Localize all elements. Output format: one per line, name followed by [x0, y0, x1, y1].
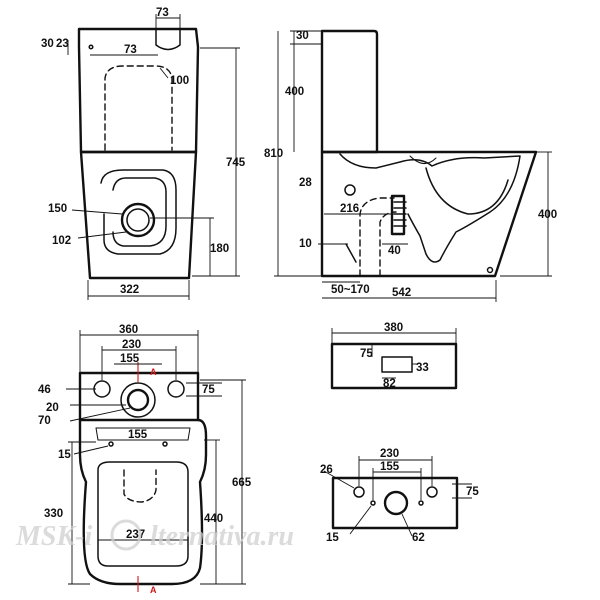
top-view: A A 360 230 155 46 20 70 75 155 15 330 4…	[38, 324, 252, 595]
front-dim-width: 322	[120, 284, 139, 296]
top-seat-contour	[97, 461, 189, 567]
tank-base-hole-right	[426, 486, 438, 498]
side-dim-bowl: 400	[538, 209, 557, 221]
tank-top-view: 380 75 33 82	[330, 322, 458, 390]
top-valve-inner	[126, 388, 150, 412]
front-flush-valve	[155, 28, 181, 51]
tank-base-dim-outlet: 62	[412, 532, 425, 544]
front-dim-pipe: 102	[52, 235, 71, 247]
tank-base-bolt-left	[370, 500, 376, 506]
tank-base-dim-offset: 75	[466, 486, 479, 498]
front-dim-outlet: 150	[48, 203, 67, 215]
top-dim-holes-inner: 155	[120, 353, 140, 365]
top-hole-right	[167, 380, 185, 398]
top-dim-seat-holes: 155	[128, 429, 148, 441]
side-dim-center: 216	[340, 203, 359, 215]
side-trap	[425, 167, 509, 215]
side-supply-line	[345, 243, 357, 263]
tank-base-hole-left	[353, 486, 365, 498]
tank-top-dim-width: 380	[384, 322, 403, 334]
tank-base-dim-hole-d: 26	[320, 464, 333, 476]
top-dim-width: 360	[119, 324, 138, 336]
side-dim-supply: 10	[299, 238, 312, 250]
top-dim-seat-d: 15	[58, 449, 71, 461]
side-bowl-contour	[339, 153, 521, 263]
top-section-mark-bottom: A	[150, 585, 157, 595]
side-view: 30 400 810 28 216 10 40 400 50~170 542	[264, 29, 557, 302]
front-bowl-outline	[79, 150, 198, 280]
side-dim-tank-body: 400	[285, 86, 304, 98]
top-valve-outer	[120, 382, 156, 418]
side-inlet-hole	[344, 184, 356, 196]
front-dim-left-b: 23	[56, 38, 69, 50]
front-outlet-circle	[120, 202, 156, 238]
tank-top-dim-hole-w: 75	[360, 348, 373, 360]
watermark: MSK-i lternativa.ru	[15, 519, 294, 552]
watermark-site: lternativa.ru	[150, 521, 294, 552]
top-hole-left	[93, 380, 111, 398]
front-bowl-contour	[100, 169, 177, 255]
side-bowl-outline	[320, 150, 538, 278]
side-dim-depth: 542	[392, 287, 411, 299]
front-dim-seat: 180	[210, 243, 229, 255]
front-view: 73 30 23 73 100 745 180 150 102 322	[41, 7, 246, 300]
side-connector	[390, 194, 407, 236]
top-dim-valve: 70	[38, 415, 51, 427]
side-dim-trap: 40	[388, 245, 401, 257]
top-seat-bolt-right	[162, 441, 168, 447]
top-dim-depth-a: 330	[44, 508, 63, 520]
side-bowl-rim	[409, 155, 437, 164]
front-outlet-inner	[126, 208, 150, 232]
side-dim-offset: 50~170	[331, 284, 370, 296]
top-dim-front-y: 75	[202, 384, 215, 396]
top-bowl-dashed	[123, 469, 157, 503]
tank-top-dim-hole-x: 82	[383, 378, 396, 390]
side-outlet-pipe	[359, 197, 395, 277]
tank-base-outlet	[383, 490, 409, 516]
tank-base-dim-holes-inner: 155	[380, 461, 400, 473]
side-bolt-hole	[486, 266, 494, 274]
tank-base-bolt-right	[418, 500, 424, 506]
tank-top-opening	[381, 356, 413, 373]
watermark-logo-icon	[110, 519, 142, 551]
top-dim-clearance: 20	[46, 402, 59, 414]
side-outlet-pipe-2	[379, 211, 397, 277]
side-dim-tank-h: 30	[296, 30, 309, 42]
side-dim-inlet: 28	[299, 177, 312, 189]
top-dim-depth-total: 665	[232, 477, 252, 489]
top-bowl-outline	[78, 418, 208, 586]
top-dim-holes: 230	[122, 339, 141, 351]
front-dim-inner: 73	[124, 44, 137, 56]
top-seat-bolt-left	[108, 441, 114, 447]
front-dim-height: 745	[226, 157, 246, 169]
top-dim-bowl-w: 237	[126, 529, 145, 541]
front-dim-left-a: 30	[41, 38, 54, 50]
front-dim-drain: 100	[170, 75, 189, 87]
tank-top-outline	[330, 342, 458, 390]
side-tank-outline	[320, 29, 379, 154]
front-bowl-inner	[112, 177, 167, 247]
tank-top-dim-hole-d: 33	[416, 362, 429, 374]
front-tank-inner-dashed	[104, 65, 173, 151]
tank-base-outline	[331, 476, 459, 530]
top-seat-hinge	[95, 427, 191, 441]
top-dim-hole-d: 46	[38, 384, 51, 396]
front-dim-tank-top: 73	[156, 7, 169, 19]
side-dim-total: 810	[264, 148, 283, 160]
top-section-mark-top: A	[150, 367, 157, 377]
tank-base-view: 230 155 26 75 15 62	[320, 448, 479, 544]
front-tank-outline	[77, 27, 200, 154]
top-dim-depth-b: 440	[204, 513, 223, 525]
tank-base-dim-holes: 230	[380, 448, 399, 460]
watermark-brand: MSK-i	[15, 521, 92, 552]
tank-base-dim-bolt: 15	[326, 532, 339, 544]
front-tank-hole	[88, 44, 94, 50]
